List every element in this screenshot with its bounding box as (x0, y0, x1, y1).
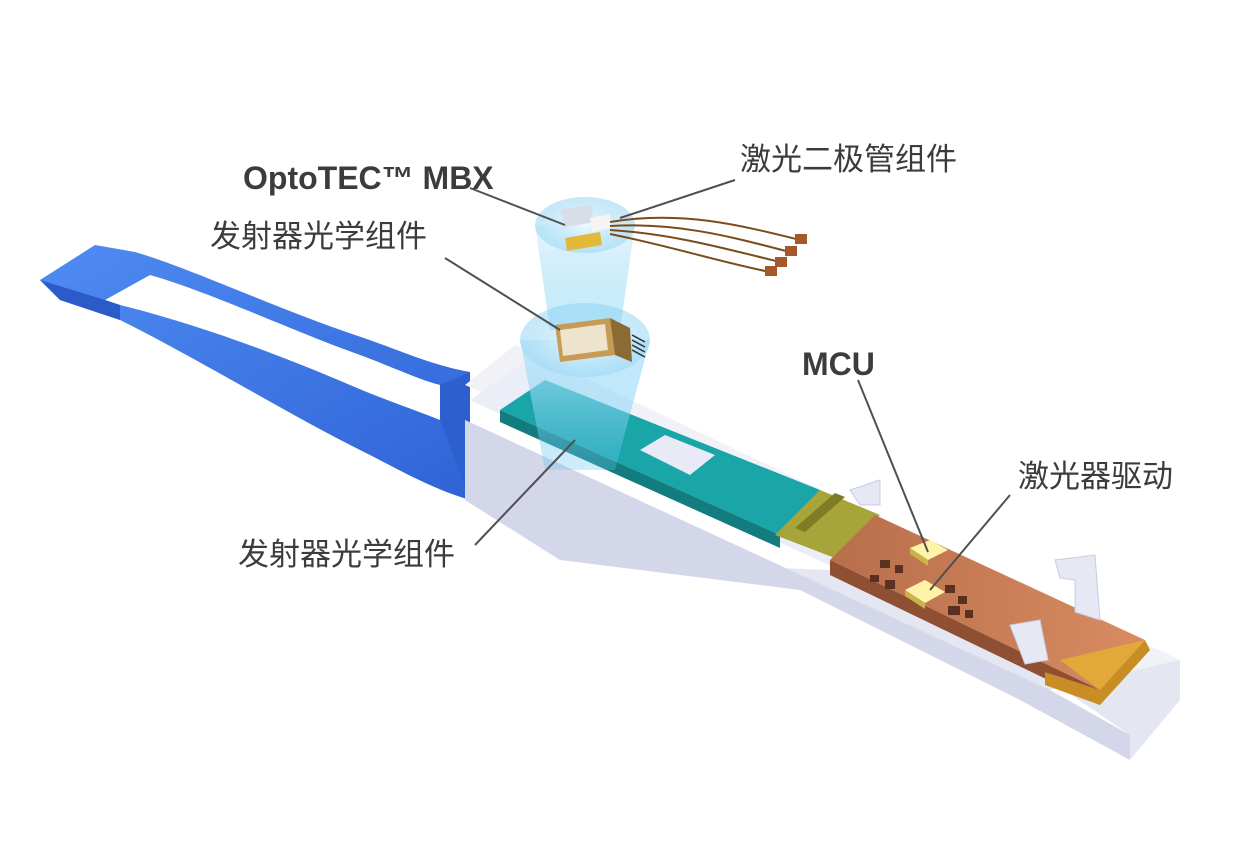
leader-mcu (857, 379, 929, 553)
leader-tosa-top (444, 257, 561, 331)
leader-laser-driver (929, 494, 1011, 591)
pull-tab (40, 245, 470, 500)
tosa-component (555, 318, 646, 362)
leader-optotec (469, 187, 566, 226)
leader-lines (444, 179, 1011, 591)
pcb (830, 515, 1150, 705)
label-laser-diode-assembly: 激光二极管组件 (740, 142, 957, 178)
label-optotec-mbx: OptoTEC™ MBX (243, 160, 494, 196)
leader-tosa-bottom (474, 439, 576, 546)
label-mcu: MCU (802, 346, 875, 382)
laser-diode-connectors (765, 234, 807, 276)
housing-clips (849, 479, 1101, 665)
mcu-chip (910, 540, 948, 566)
mbx-component (560, 205, 612, 251)
leader-laser-diode (619, 179, 736, 219)
label-tosa-top: 发射器光学组件 (210, 219, 427, 255)
label-tosa-bottom: 发射器光学组件 (238, 537, 455, 573)
laser-diode-fibers (609, 216, 801, 273)
optical-beam-upper (535, 197, 635, 330)
label-laser-driver: 激光器驱动 (1018, 459, 1173, 495)
laser-driver-chip (905, 580, 945, 609)
